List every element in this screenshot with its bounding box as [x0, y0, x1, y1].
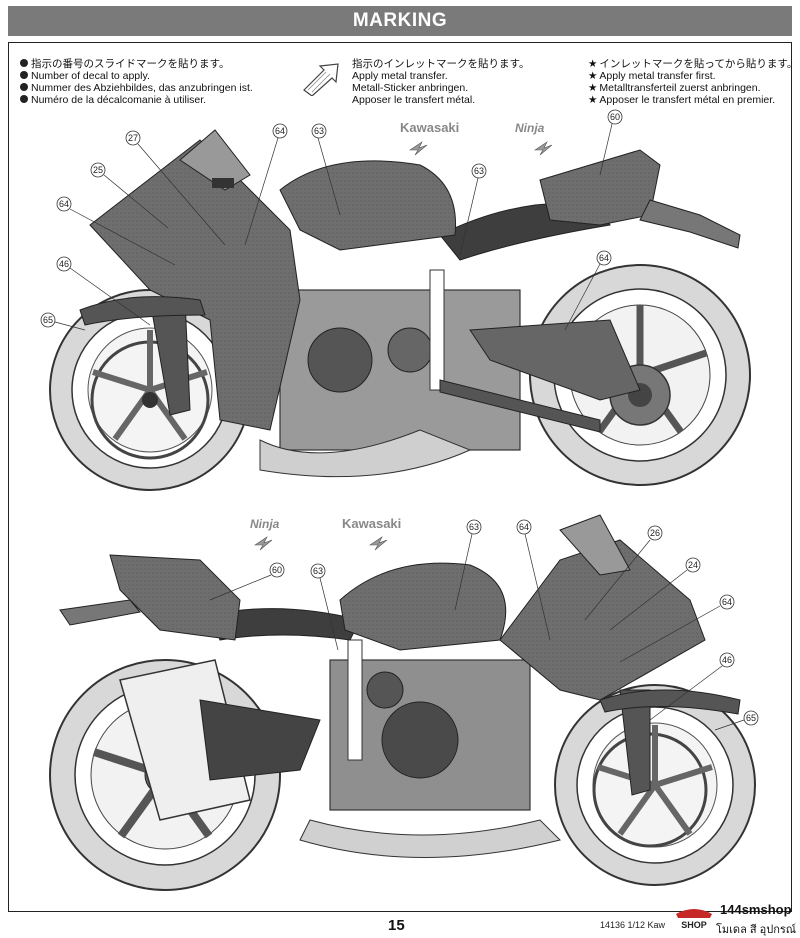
svg-text:60: 60	[610, 112, 620, 122]
svg-text:46: 46	[722, 655, 732, 665]
svg-text:46: 46	[59, 259, 69, 269]
header-title: MARKING	[352, 10, 448, 31]
legend-decal-number: 指示の番号のスライドマークを貼ります。 Number of decal to a…	[20, 58, 253, 106]
fuel-tank	[279, 160, 457, 251]
kawasaki-label: Kawasaki	[400, 120, 459, 135]
svg-text:65: 65	[746, 713, 756, 723]
marking-frame	[8, 42, 792, 912]
star-icon: ★	[588, 94, 598, 106]
bullet-icon	[20, 71, 28, 79]
fuel-tank	[339, 562, 507, 651]
svg-text:64: 64	[722, 597, 732, 607]
svg-text:26: 26	[650, 528, 660, 538]
svg-text:60: 60	[272, 565, 282, 575]
svg-text:27: 27	[128, 133, 138, 143]
metal-transfer-arrow-icon	[303, 63, 339, 96]
svg-text:63: 63	[313, 566, 323, 576]
svg-text:63: 63	[469, 522, 479, 532]
bullet-icon	[20, 83, 28, 91]
motorcycle-right-view: Ninja Kawasaki 63 64 26 60 63 24 64 46 6…	[49, 514, 759, 891]
bullet-icon	[20, 59, 28, 67]
page-number: 15	[388, 917, 405, 934]
svg-text:25: 25	[93, 165, 103, 175]
star-icon: ★	[588, 58, 598, 70]
svg-text:24: 24	[688, 560, 698, 570]
svg-text:63: 63	[474, 166, 484, 176]
top-callouts: 27 64 63 25 64 63 46 65 64 60	[40, 109, 623, 331]
legend-metal-first: ★インレットマークを貼ってから貼ります。 ★Apply metal transf…	[588, 58, 798, 106]
svg-text:64: 64	[519, 522, 529, 532]
front-fairing	[499, 539, 706, 701]
svg-text:65: 65	[43, 315, 53, 325]
shop-subtitle: โมเดล สี อุปกรณ์	[716, 924, 796, 936]
motorcycle-left-view: Kawasaki Ninja 27 64 63 25 64 63 46 65 6…	[40, 109, 751, 491]
star-icon: ★	[588, 82, 598, 94]
svg-text:64: 64	[275, 126, 285, 136]
bullet-icon	[20, 95, 28, 103]
svg-text:63: 63	[314, 126, 324, 136]
ninja-label: Ninja	[250, 517, 280, 531]
svg-text:64: 64	[599, 253, 609, 263]
page-header: MARKING	[8, 6, 792, 36]
legend-metal-transfer: 指示のインレットマークを貼ります。 Apply metal transfer. …	[352, 58, 530, 106]
svg-text:64: 64	[59, 199, 69, 209]
ninja-label: Ninja	[515, 121, 545, 135]
kawasaki-label: Kawasaki	[342, 516, 401, 531]
muffler	[119, 659, 251, 821]
product-code: 14136 1/12 Kaw	[600, 920, 666, 930]
svg-text:SHOP: SHOP	[681, 920, 707, 930]
star-icon: ★	[588, 70, 598, 82]
shop-name: 144smshop	[720, 902, 792, 917]
shop-logo: SHOP	[676, 909, 712, 930]
bottom-callouts: 63 64 26 60 63 24 64 46 65	[209, 519, 759, 731]
